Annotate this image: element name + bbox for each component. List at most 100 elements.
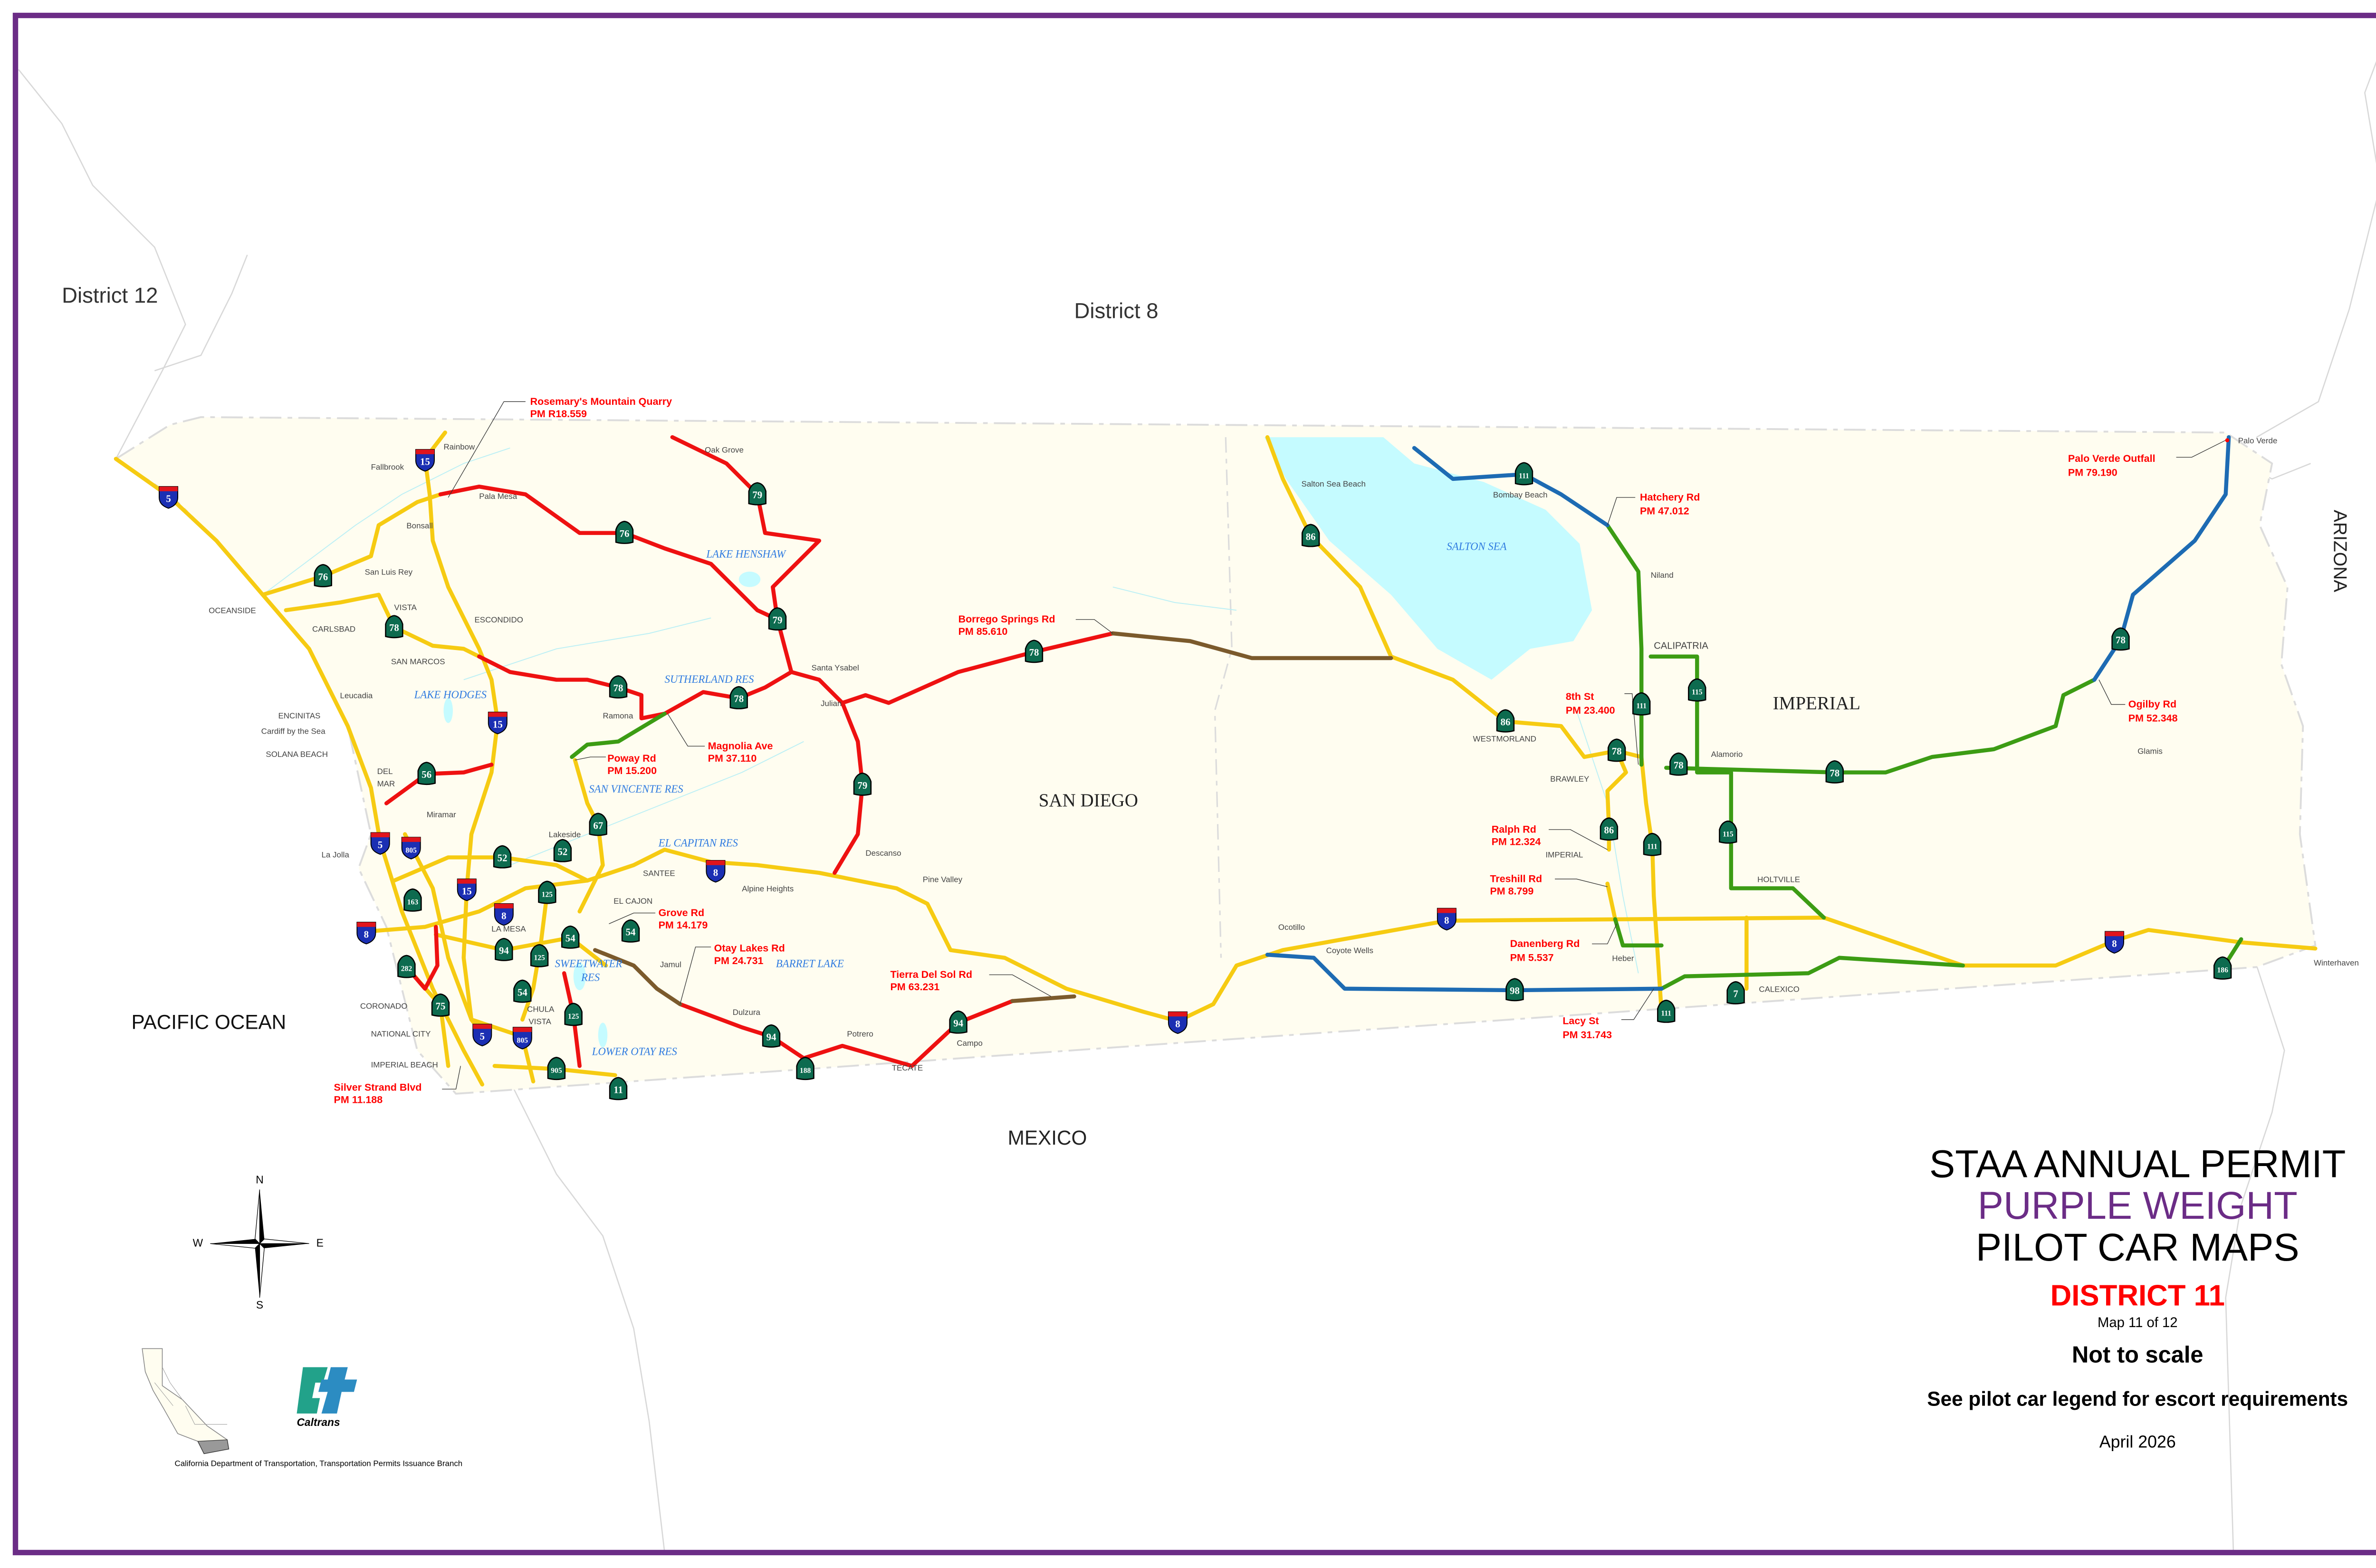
imperial-county-label: IMPERIAL: [1773, 693, 1860, 713]
svg-text:8: 8: [364, 929, 369, 940]
shield-sr78: 78: [1669, 752, 1688, 776]
svg-text:PM 24.731: PM 24.731: [714, 955, 764, 966]
svg-text:111: 111: [1519, 472, 1529, 480]
shield-sr125: 125: [530, 944, 549, 967]
shield-i15: 15: [457, 878, 477, 901]
title-line-1: STAA ANNUAL PERMIT: [1929, 1142, 2346, 1186]
place-label: Miramar: [427, 810, 456, 819]
svg-text:78: 78: [389, 622, 399, 633]
caltrans-wordmark: Caltrans: [297, 1416, 340, 1428]
shield-sr76: 76: [615, 520, 634, 544]
mexico-label: MEXICO: [1008, 1127, 1087, 1149]
place-label: IMPERIAL BEACH: [371, 1061, 438, 1070]
annotation-leaders: [442, 401, 2226, 1090]
california-locator-map: [142, 1348, 230, 1454]
svg-text:54: 54: [626, 927, 636, 938]
place-label: CARLSBAD: [312, 625, 355, 634]
svg-text:PM R18.559: PM R18.559: [530, 408, 587, 420]
shield-sr94: 94: [495, 937, 513, 961]
shield-sr94: 94: [949, 1010, 968, 1034]
road-i15: [423, 430, 500, 1036]
place-label: Fallbrook: [371, 462, 404, 471]
title-line-2: PURPLE WEIGHT: [1978, 1184, 2298, 1227]
shield-sr163: 163: [403, 888, 422, 912]
svg-text:78: 78: [1674, 759, 1684, 771]
background-boundaries: [18, 61, 2376, 1553]
shield-sr7: 7: [1726, 981, 1745, 1004]
road-282: [404, 925, 440, 991]
road-56: [384, 763, 494, 805]
svg-text:PM 8.799: PM 8.799: [1490, 885, 1533, 897]
region-labels: District 12 District 8 PACIFIC OCEAN MEX…: [62, 283, 2350, 1149]
compass-n: N: [256, 1173, 263, 1186]
shield-i15: 15: [488, 711, 508, 735]
shield-sr78: 78: [729, 686, 748, 709]
place-label: OCEANSIDE: [209, 606, 256, 615]
svg-text:5: 5: [480, 1031, 485, 1042]
svg-text:PM 63.231: PM 63.231: [890, 981, 939, 993]
lake-hodges: [443, 698, 453, 723]
shield-sr905: 905: [547, 1057, 566, 1080]
svg-text:78: 78: [1612, 746, 1622, 757]
svg-text:PM 5.537: PM 5.537: [1510, 952, 1554, 963]
pacific-ocean-label: PACIFIC OCEAN: [131, 1011, 286, 1033]
svg-text:111: 111: [1661, 1010, 1671, 1018]
svg-text:125: 125: [568, 1013, 579, 1021]
svg-text:7: 7: [1733, 988, 1738, 1000]
place-label: LA MESA: [491, 924, 526, 933]
shield-sr54: 54: [561, 925, 580, 949]
title-block: STAA ANNUAL PERMIT PURPLE WEIGHT PILOT C…: [1927, 1142, 2348, 1451]
svg-text:186: 186: [2217, 966, 2228, 975]
sweetwater-reservoir: [573, 962, 586, 991]
shield-i5: 5: [370, 832, 390, 855]
shield-sr79: 79: [768, 607, 787, 631]
shield-sr52: 52: [553, 839, 572, 862]
shield-sr86: 86: [1600, 817, 1619, 841]
place-labels: Rainbow Fallbrook Pala Mesa Bonsall San …: [209, 436, 2359, 1072]
place-label: SANTEE: [643, 869, 675, 878]
place-label: Winterhaven: [2314, 958, 2359, 967]
place-label: Palo Verde: [2238, 436, 2278, 445]
caltrans-logo: Caltrans: [297, 1367, 357, 1428]
place-label: Campo: [957, 1039, 982, 1048]
shield-sr11: 11: [609, 1077, 628, 1100]
svg-text:8th St: 8th St: [1566, 691, 1594, 702]
svg-text:Silver Strand Blvd: Silver Strand Blvd: [334, 1081, 422, 1093]
svg-text:15: 15: [462, 885, 472, 897]
svg-text:188: 188: [800, 1067, 811, 1075]
svg-text:52: 52: [558, 846, 568, 858]
svg-text:78: 78: [1830, 767, 1839, 779]
shield-sr186: 186: [2213, 956, 2232, 980]
water-label: BARRET LAKE: [776, 957, 844, 969]
water-label: LOWER OTAY RES: [592, 1046, 678, 1058]
svg-text:905: 905: [551, 1067, 562, 1075]
water-label: RES: [581, 972, 600, 984]
place-label: Dulzura: [733, 1008, 761, 1017]
shield-sr78: 78: [609, 675, 628, 699]
place-label: Niland: [1651, 571, 1674, 580]
place-label: ESCONDIDO: [475, 615, 523, 624]
svg-text:8: 8: [501, 910, 506, 921]
place-label: CALEXICO: [1759, 985, 1799, 994]
place-label: ENCINITAS: [278, 711, 320, 720]
svg-text:86: 86: [1604, 824, 1614, 836]
svg-text:Treshill Rd: Treshill Rd: [1490, 873, 1542, 884]
shield-i5: 5: [159, 486, 179, 509]
water-label: SALTON SEA: [1447, 540, 1506, 552]
shield-sr98: 98: [1505, 978, 1524, 1002]
place-label: Alamorio: [1711, 750, 1743, 759]
shield-sr125: 125: [564, 1003, 583, 1026]
shield-sr78: 78: [385, 615, 403, 639]
page-frame: [12, 12, 2376, 1556]
district-area: [114, 416, 2317, 1095]
shield-sr282: 282: [397, 955, 416, 978]
title-line-3: PILOT CAR MAPS: [1976, 1226, 2299, 1269]
svg-text:8: 8: [1444, 915, 1449, 926]
svg-text:Ogilby Rd: Ogilby Rd: [2128, 698, 2176, 710]
road-86-treshill: [1605, 881, 1618, 921]
shield-sr111: 111: [1632, 692, 1651, 716]
place-label: VISTA: [528, 1017, 551, 1026]
svg-text:78: 78: [613, 682, 623, 694]
